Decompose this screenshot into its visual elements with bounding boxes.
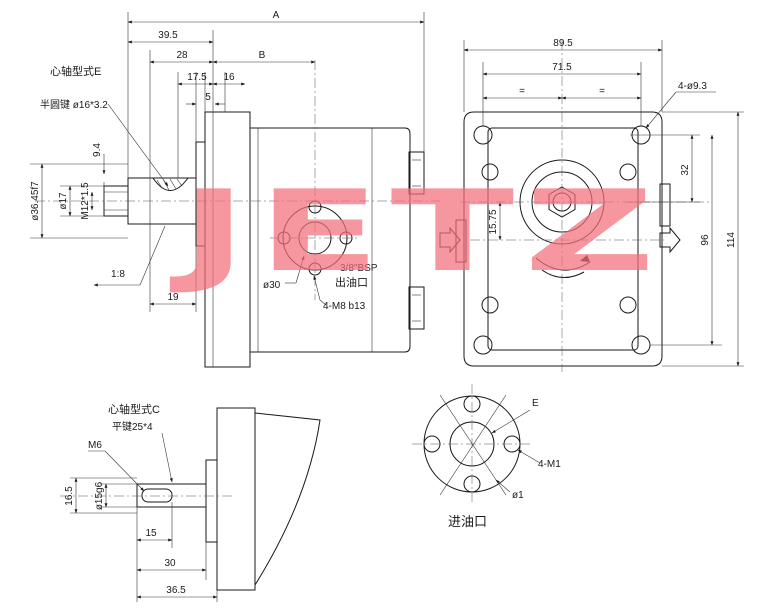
dim-71-5: 71.5 (552, 62, 572, 73)
dim-17: ø17 (58, 192, 69, 210)
outlet-port-label: 出油口 (335, 275, 368, 289)
body-hole (481, 163, 499, 181)
dim-30: 30 (164, 558, 176, 569)
front-view-dimensions: 89.5 71.5 = = 4-ø9.3 32 96 114 15.75 (463, 38, 744, 367)
dim-15-75: 15.75 (488, 209, 499, 234)
front-body-outline (487, 127, 639, 351)
dim-15g6: ø15g6 (94, 481, 105, 510)
body-hole (481, 296, 499, 314)
dim-16-5: 16.5 (64, 486, 75, 506)
semicircle-key-label: 半圆键 ø16*3.2 (40, 98, 108, 111)
shaft-type-e-label: 心轴型式E (50, 64, 101, 78)
dim-17-5: 17.5 (187, 72, 207, 83)
inlet-dia-label: ø1 (512, 490, 524, 501)
taper-label: 1:8 (111, 269, 125, 280)
dim-equal-left: = (519, 86, 525, 97)
shaft-c-pilot (205, 459, 218, 543)
flange-holes-label: 4-ø9.3 (678, 81, 707, 92)
dim-114: 114 (726, 232, 737, 248)
upper-port-boss (408, 151, 425, 195)
dim-32: 32 (680, 164, 691, 176)
dim-36-45: ø36.45f7 (30, 181, 41, 221)
side-view-dimensions: A 39.5 28 B 17.5 16 5 ø36.45f7 ø17 M12*1… (30, 10, 425, 312)
flange-hole (473, 335, 493, 355)
semicircle-key (152, 177, 189, 191)
front-flange (463, 111, 663, 367)
outlet-thread-label: 3/8"BSP (340, 263, 378, 274)
inlet-port-detail (412, 384, 541, 504)
dim-19: 19 (167, 292, 179, 303)
outlet-dia-label: ø30 (263, 280, 281, 291)
flange-hole (631, 335, 651, 355)
shaft-hex (548, 186, 576, 218)
dim-39-5: 39.5 (158, 30, 178, 41)
dim-b: B (259, 50, 266, 61)
lower-port-boss (408, 286, 425, 330)
dim-a: A (273, 10, 280, 21)
dim-equal-right: = (599, 86, 605, 97)
dim-9-4: 9.4 (92, 143, 103, 157)
front-view (439, 40, 710, 372)
shaft-c-body (254, 412, 321, 587)
flat-key-label: 平键25*4 (112, 420, 153, 433)
flow-arrow-in (439, 226, 461, 254)
body-hole (619, 296, 637, 314)
detail-e-label: E (532, 398, 539, 409)
m6-label: M6 (88, 440, 102, 451)
inlet-bolts-label: 4-M1 (538, 459, 561, 470)
outlet-bolts-label: 4-M8 b13 (323, 301, 366, 312)
dim-96: 96 (700, 234, 711, 246)
dim-16: 16 (223, 72, 235, 83)
dim-m12: M12*1.5 (80, 182, 91, 220)
shaft-type-c-label: 心轴型式C (108, 402, 160, 416)
front-side-boss-left (455, 219, 467, 263)
flat-key (141, 488, 173, 503)
rotation-arrow (535, 257, 591, 271)
flow-arrow-out (659, 226, 681, 254)
watermark-logo: JETZ (169, 167, 665, 297)
dim-15: 15 (145, 528, 157, 539)
inlet-port-label: 进油口 (448, 514, 487, 529)
body-hole (619, 163, 637, 181)
flange-hole (473, 125, 493, 145)
dim-89-5: 89.5 (553, 38, 573, 49)
outlet-annotations: ø30 4-M8 b13 3/8"BSP 出油口 (263, 255, 378, 312)
shaft-c-view: 16.5 ø15g6 15 30 36.5 (60, 407, 321, 602)
pump-body (249, 127, 411, 353)
dim-36-5: 36.5 (166, 585, 186, 596)
front-side-boss-right (659, 183, 671, 227)
shaft-c-flange (216, 407, 256, 591)
side-view (35, 60, 440, 368)
dim-28: 28 (176, 50, 188, 61)
dim-5: 5 (205, 92, 211, 103)
shaft-c (136, 483, 207, 508)
